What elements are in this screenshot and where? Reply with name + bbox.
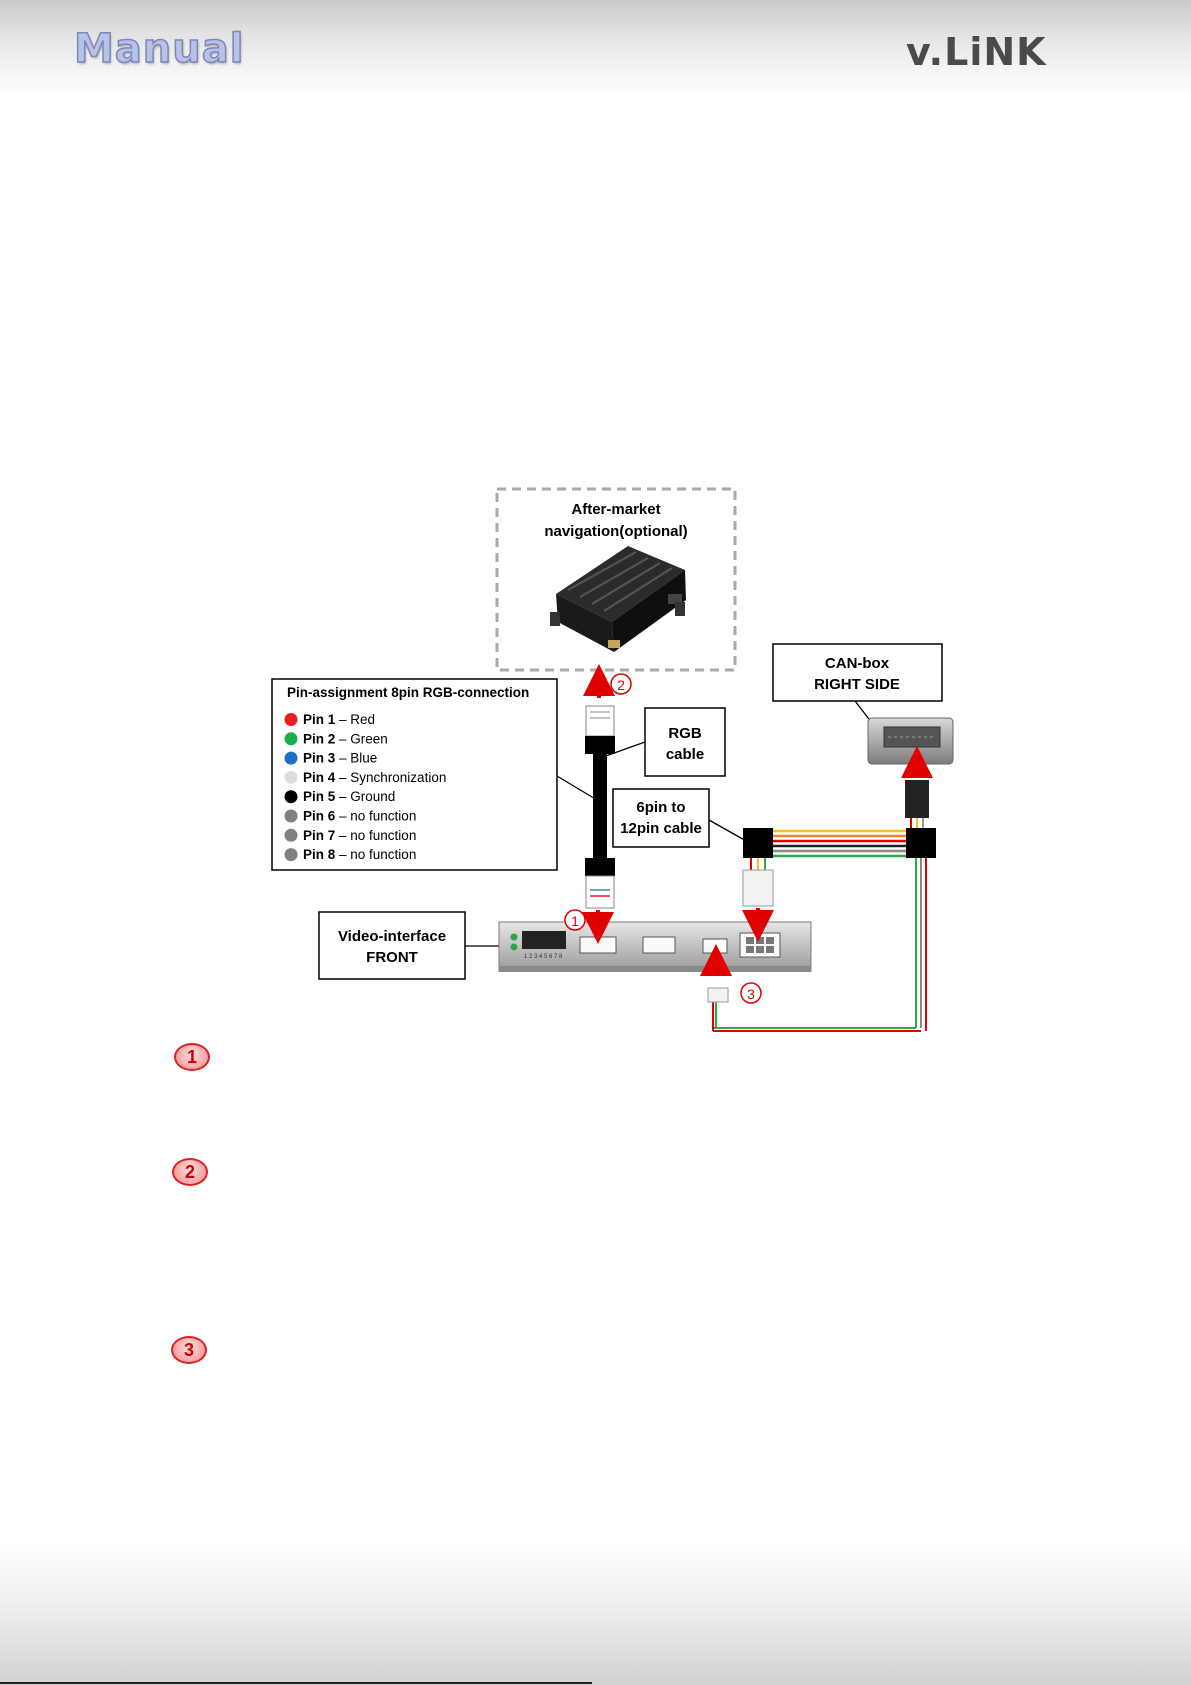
pin-entry: Pin 3 – Blue <box>303 751 377 766</box>
step-2-badge: 2 <box>172 1158 208 1186</box>
sixpin-cable-label-1: 6pin to <box>636 799 685 816</box>
marker-3: 3 <box>747 986 755 1002</box>
pin-color-dot <box>284 790 298 804</box>
canbox-device <box>867 717 954 765</box>
rgb-cable-label-1: RGB <box>668 725 702 742</box>
small-connector <box>707 987 729 1003</box>
rgb-leader-line <box>602 741 646 758</box>
pin-entry: Pin 6 – no function <box>303 809 416 824</box>
pin-color-dot <box>284 732 298 746</box>
pin-assignment-box <box>271 678 558 871</box>
pin-color-dot <box>284 848 298 862</box>
sixpin-cable-label-2: 12pin cable <box>620 820 702 837</box>
marker-3-circle <box>740 982 762 1004</box>
navigation-label-2: navigation(optional) <box>544 523 687 540</box>
canbox-label-2: RIGHT SIDE <box>814 676 900 693</box>
rgb-cable-box <box>644 707 726 777</box>
footer-band <box>0 1545 1191 1685</box>
sixpin-cable <box>712 828 936 1032</box>
video-interface-label-2: FRONT <box>366 949 418 966</box>
pin-entry: Pin 2 – Green <box>303 731 388 746</box>
pin-color-dot <box>284 770 298 784</box>
dip-switch-numbers: 1 2 3 4 5 6 7 8 <box>524 954 563 960</box>
video-interface-label-box <box>318 911 466 980</box>
marker-1: 1 <box>571 913 579 929</box>
pin-entry: Pin 7 – no function <box>303 828 416 843</box>
navigation-device-image <box>550 546 686 652</box>
step-1-badge: 1 <box>174 1043 210 1071</box>
pin-color-dot <box>284 828 298 842</box>
pin-entry: Pin 4 – Synchronization <box>303 770 446 785</box>
footer-rule <box>0 1682 592 1684</box>
pin-color-dot <box>284 809 298 823</box>
pin-color-dot <box>284 751 298 765</box>
canbox-connector <box>905 780 929 830</box>
pin-color-dot <box>284 713 298 726</box>
sixpin-cable-box <box>612 788 710 848</box>
manual-logo: Manual <box>73 25 245 73</box>
rgb-cable <box>585 705 615 909</box>
canbox-label-1: CAN-box <box>825 655 890 672</box>
vlink-logo: v.LiNK <box>906 30 1047 74</box>
pin-entry: Pin 5 – Ground <box>303 789 395 804</box>
navigation-label-1: After-market <box>571 501 660 518</box>
rgb-cable-label-2: cable <box>666 746 704 763</box>
pin-assignment-title: Pin-assignment 8pin RGB-connection <box>287 685 529 700</box>
video-interface-label-1: Video-interface <box>338 928 446 945</box>
header-band <box>0 0 1191 100</box>
marker-2-circle <box>610 673 632 695</box>
pin-entry: Pin 1 – Red <box>303 712 375 727</box>
step-3-badge: 3 <box>171 1336 207 1364</box>
canbox-label-box <box>772 643 943 702</box>
video-interface-device: 1 2 3 4 5 6 7 8 <box>498 921 812 972</box>
pin-entry: Pin 8 – no function <box>303 847 416 862</box>
sixpin-leader-line <box>708 819 749 843</box>
marker-2: 2 <box>617 677 625 693</box>
